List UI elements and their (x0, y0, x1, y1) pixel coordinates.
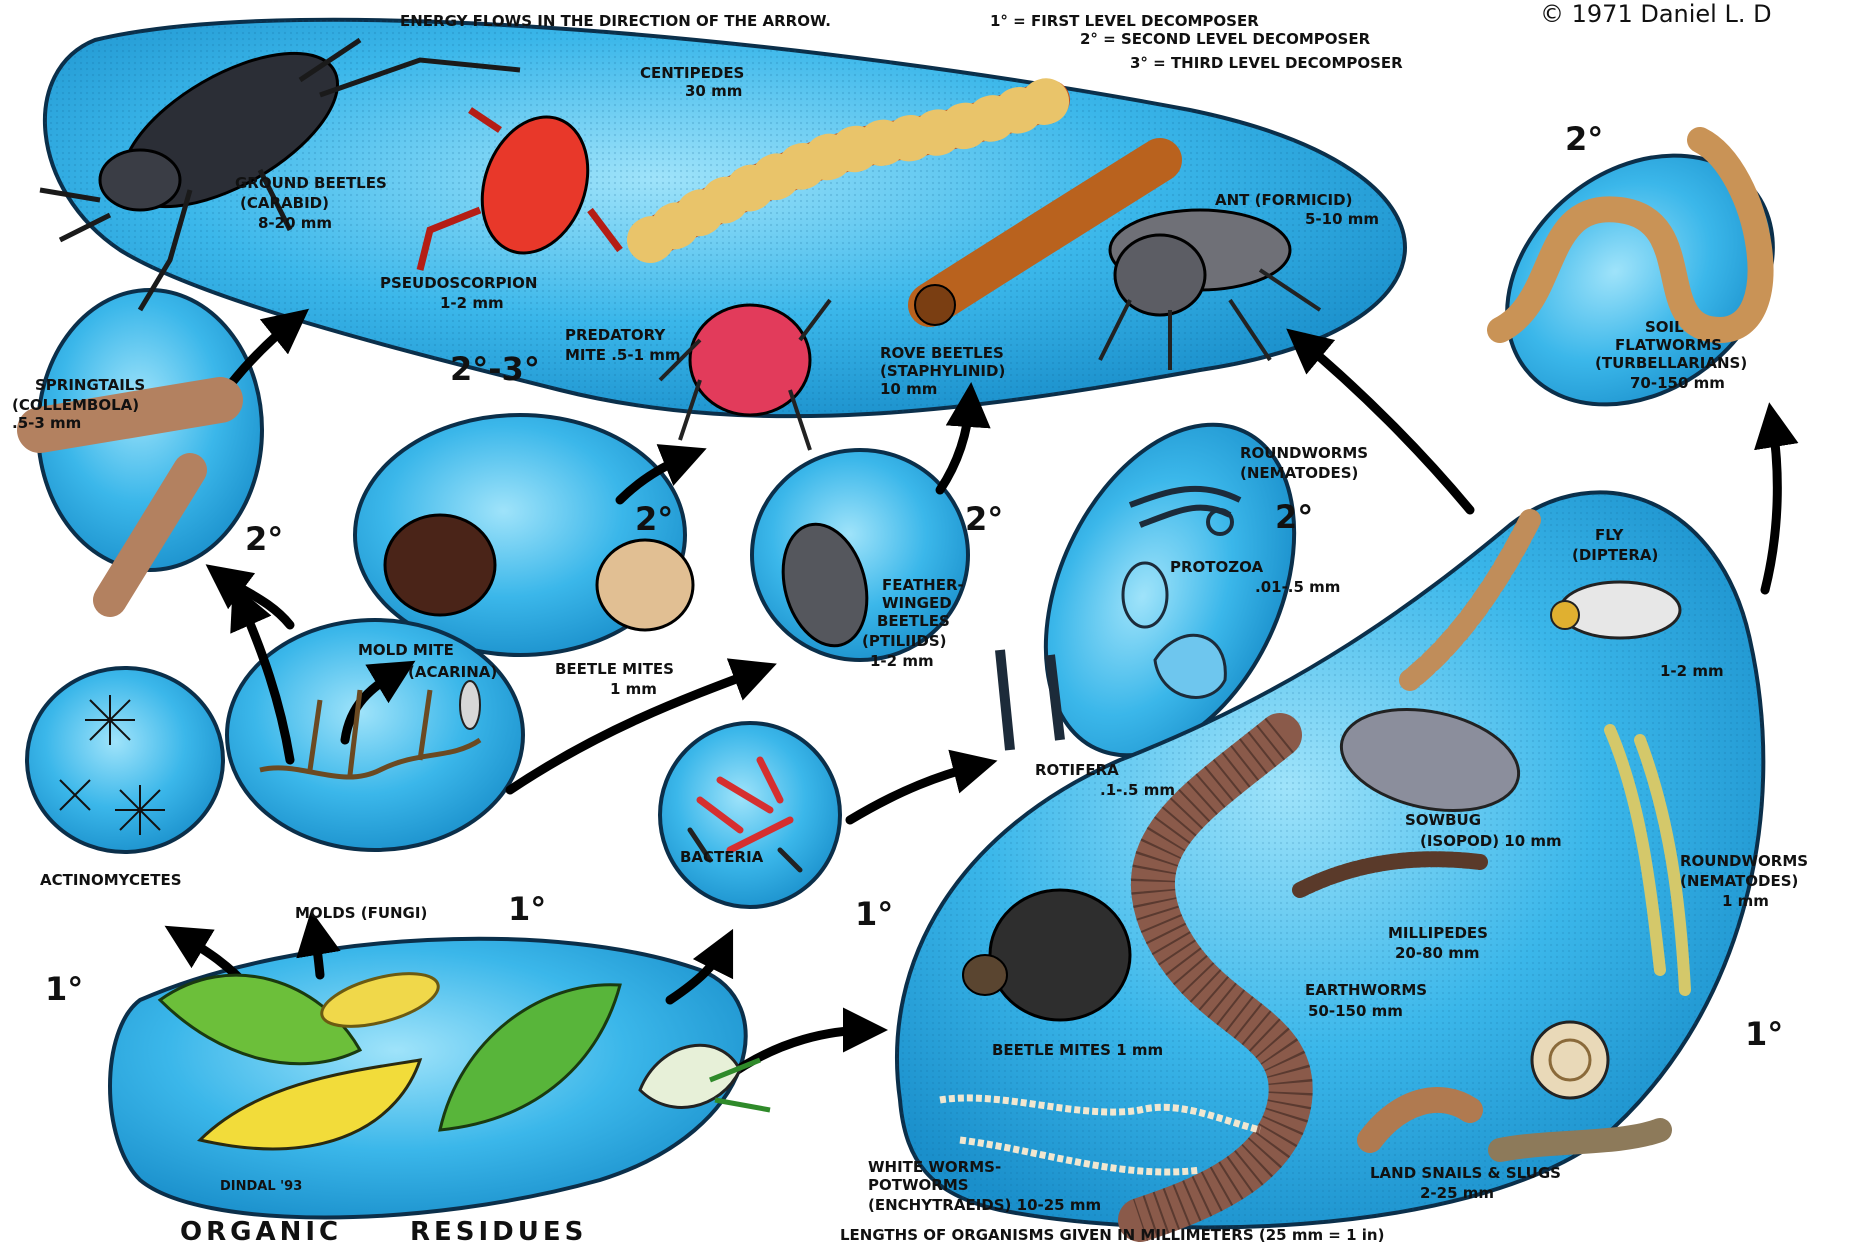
level-marker-top: 2°-3° (450, 350, 540, 388)
svg-text:ANT (FORMICID): ANT (FORMICID) (1215, 191, 1352, 209)
level-marker-actinomycetes: 1° (45, 970, 83, 1008)
label-molds: MOLDS (FUNGI) (295, 904, 427, 922)
artist-signature: DINDAL '93 (220, 1179, 302, 1194)
svg-text:ROUNDWORMS: ROUNDWORMS (1240, 444, 1368, 462)
rotifera-illustration (1000, 650, 1060, 750)
svg-text:PROTOZOA: PROTOZOA (1170, 558, 1264, 576)
svg-text:ACTINOMYCETES: ACTINOMYCETES (40, 871, 182, 889)
svg-text:70-150 mm: 70-150 mm (1630, 374, 1725, 392)
svg-text:(DIPTERA): (DIPTERA) (1572, 546, 1658, 564)
level-marker-springtails: 2° (245, 520, 283, 558)
svg-text:.01-.5 mm: .01-.5 mm (1255, 578, 1340, 596)
svg-text:ROTIFERA: ROTIFERA (1035, 761, 1119, 779)
beetle-mite-small-illustration (597, 540, 693, 630)
svg-text:ORGANIC: ORGANIC (180, 1217, 342, 1246)
svg-text:GROUND BEETLES: GROUND BEETLES (235, 174, 387, 192)
svg-text:(ENCHYTRAEIDS) 10-25 mm: (ENCHYTRAEIDS) 10-25 mm (868, 1196, 1101, 1214)
svg-text:.5-3 mm: .5-3 mm (12, 414, 81, 432)
legend-line-2: 2° = SECOND LEVEL DECOMPOSER (1080, 30, 1371, 48)
svg-text:MITE .5-1 mm: MITE .5-1 mm (565, 346, 681, 364)
level-marker-feather: 2° (965, 500, 1003, 538)
svg-text:CENTIPEDES: CENTIPEDES (640, 64, 744, 82)
arrow-right-to-flatworms (1765, 420, 1777, 590)
svg-text:SPRINGTAILS: SPRINGTAILS (35, 376, 145, 394)
svg-text:SOIL: SOIL (1645, 318, 1684, 336)
svg-text:FLY: FLY (1595, 526, 1624, 544)
svg-text:MOLDS (FUNGI): MOLDS (FUNGI) (295, 904, 427, 922)
svg-text:FLATWORMS: FLATWORMS (1615, 336, 1722, 354)
svg-text:(TURBELLARIANS): (TURBELLARIANS) (1595, 354, 1747, 372)
svg-text:POTWORMS: POTWORMS (868, 1176, 969, 1194)
svg-text:BEETLE MITES: BEETLE MITES (555, 660, 674, 678)
arrow-right-to-top (1300, 340, 1470, 510)
svg-text:1-2 mm: 1-2 mm (1660, 662, 1724, 680)
level-marker-right: 1° (1745, 1015, 1783, 1053)
svg-text:MILLIPEDES: MILLIPEDES (1388, 924, 1488, 942)
level-marker-molds: 1° (508, 890, 546, 928)
legend-line-1: 1° = FIRST LEVEL DECOMPOSER (990, 12, 1259, 30)
svg-text:5-10 mm: 5-10 mm (1305, 210, 1379, 228)
level-marker-flatworms: 2° (1565, 120, 1603, 158)
svg-text:1 mm: 1 mm (1722, 892, 1769, 910)
svg-text:WINGED: WINGED (882, 594, 952, 612)
measurement-footnote: LENGTHS OF ORGANISMS GIVEN IN MILLIMETER… (840, 1226, 1384, 1244)
svg-text:PSEUDOSCORPION: PSEUDOSCORPION (380, 274, 537, 292)
level-marker-bacteria: 1° (855, 895, 893, 933)
svg-text:1-2 mm: 1-2 mm (870, 652, 934, 670)
svg-text:.1-.5 mm: .1-.5 mm (1100, 781, 1175, 799)
svg-text:LAND SNAILS & SLUGS: LAND SNAILS & SLUGS (1370, 1164, 1561, 1182)
arrow-feather-to-top (940, 400, 970, 490)
svg-text:(COLLEMBOLA): (COLLEMBOLA) (12, 396, 139, 414)
label-beetle-mites-large: BEETLE MITES 1 mm (992, 1041, 1163, 1059)
svg-text:BEETLES: BEETLES (877, 612, 950, 630)
level-marker-nematodes: 2° (1275, 498, 1313, 536)
svg-text:8-20 mm: 8-20 mm (258, 214, 332, 232)
svg-text:WHITE WORMS-: WHITE WORMS- (868, 1158, 1001, 1176)
label-actinomycetes: ACTINOMYCETES (40, 871, 182, 889)
arrow-molds-to-springtails (220, 575, 290, 625)
bacteria-pool (660, 723, 840, 907)
mold-mite-illustration (385, 515, 495, 615)
svg-text:FEATHER-: FEATHER- (882, 576, 964, 594)
svg-text:SOWBUG: SOWBUG (1405, 811, 1481, 829)
copyright-notice: © 1971 Daniel L. D (1540, 0, 1772, 28)
svg-text:BACTERIA: BACTERIA (680, 848, 764, 866)
svg-text:1 mm: 1 mm (610, 680, 657, 698)
arrow-bacteria-to-nematodes (850, 765, 980, 820)
svg-text:(ISOPOD) 10 mm: (ISOPOD) 10 mm (1420, 832, 1562, 850)
svg-text:2-25 mm: 2-25 mm (1420, 1184, 1494, 1202)
svg-text:EARTHWORMS: EARTHWORMS (1305, 981, 1427, 999)
arrow-residue-to-molds (314, 928, 320, 975)
svg-text:ROUNDWORMS: ROUNDWORMS (1680, 852, 1808, 870)
svg-text:(STAPHYLINID): (STAPHYLINID) (880, 362, 1005, 380)
level-marker-mites: 2° (635, 500, 673, 538)
label-bacteria: BACTERIA (680, 848, 764, 866)
label-beetle-mites-small: BEETLE MITES 1 mm (555, 660, 674, 698)
svg-text:BEETLE MITES 1 mm: BEETLE MITES 1 mm (992, 1041, 1163, 1059)
svg-text:RESIDUES: RESIDUES (410, 1217, 587, 1246)
arrow-residue-to-right (730, 1030, 870, 1075)
svg-text:50-150 mm: 50-150 mm (1308, 1002, 1403, 1020)
svg-text:(ACARINA): (ACARINA) (408, 663, 497, 681)
svg-text:20-80 mm: 20-80 mm (1395, 944, 1479, 962)
svg-text:(PTILIIDS): (PTILIIDS) (862, 632, 947, 650)
svg-text:(NEMATODES): (NEMATODES) (1680, 872, 1798, 890)
svg-text:10 mm: 10 mm (880, 380, 937, 398)
energy-flow-note: ENERGY FLOWS IN THE DIRECTION OF THE ARR… (400, 12, 831, 30)
svg-text:MOLD MITE: MOLD MITE (358, 641, 454, 659)
svg-text:PREDATORY: PREDATORY (565, 326, 666, 344)
svg-text:1-2 mm: 1-2 mm (440, 294, 504, 312)
svg-text:30 mm: 30 mm (685, 82, 742, 100)
label-organic-residues: ORGANIC RESIDUES (180, 1217, 587, 1246)
svg-text:ROVE BEETLES: ROVE BEETLES (880, 344, 1004, 362)
svg-text:(NEMATODES): (NEMATODES) (1240, 464, 1358, 482)
svg-text:(CARABID): (CARABID) (240, 194, 329, 212)
legend-line-3: 3° = THIRD LEVEL DECOMPOSER (1130, 54, 1403, 72)
